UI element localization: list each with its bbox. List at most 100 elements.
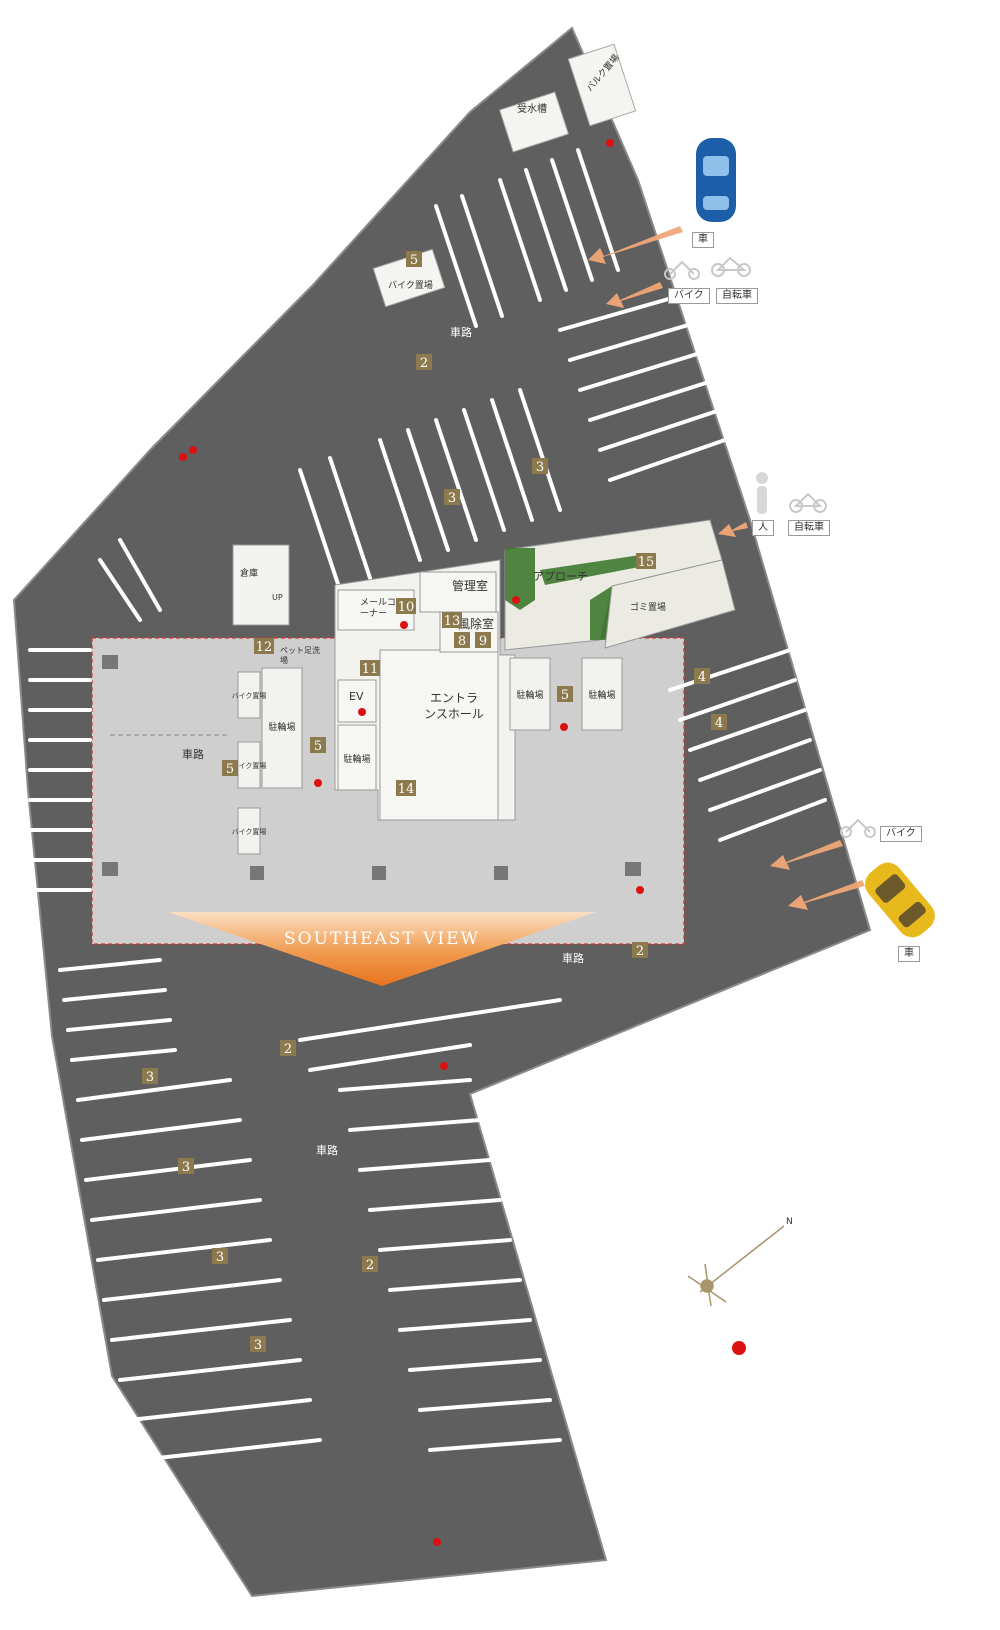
blue-car-icon [696, 138, 736, 222]
person-icon [756, 472, 768, 514]
svg-text:11: 11 [362, 662, 379, 677]
garbage-area [604, 559, 736, 649]
yellow-car-icon [865, 862, 935, 938]
bicycle-parking-west [261, 667, 303, 789]
svg-text:2: 2 [420, 356, 428, 371]
storage-label: 倉庫 [240, 567, 258, 579]
svg-text:5: 5 [226, 762, 234, 777]
svg-text:14: 14 [398, 782, 415, 797]
svg-text:5: 5 [561, 688, 569, 703]
marker-3-south-2: 3 [178, 1158, 194, 1175]
marker-5-east: 5 [557, 686, 573, 703]
bike-icon-east [840, 818, 876, 838]
svg-text:15: 15 [638, 555, 655, 570]
svg-text:5: 5 [410, 253, 418, 268]
svg-text:12: 12 [256, 640, 273, 655]
ev-label: EV [349, 690, 364, 703]
bike-tag-east: バイク [880, 826, 922, 842]
garbage-label: ゴミ置場 [630, 601, 666, 613]
roadway-label-north: 車路 [450, 325, 472, 339]
compass-rose-icon [687, 1225, 785, 1307]
marker-3-south-3: 3 [212, 1248, 228, 1265]
water-tank [498, 91, 570, 153]
car-tag-east: 車 [898, 946, 920, 962]
southeast-view-arrow [168, 912, 596, 986]
marker-5-west: 5 [222, 760, 238, 777]
marker-4-east-1: 4 [694, 668, 710, 685]
marker-3-north-1: 3 [532, 458, 548, 475]
entry-arrows [588, 226, 865, 910]
bicycle-parking-inner-label: 駐輪場 [343, 753, 370, 765]
bike-tag-north: バイク [668, 288, 710, 304]
compass-north-label: N [786, 1217, 793, 1227]
ev-room [337, 679, 377, 723]
marker-3-north-2: 3 [444, 489, 460, 506]
svg-text:2: 2 [636, 944, 644, 959]
valve-storage [567, 43, 637, 127]
bicycle-parking-west-label: 駐輪場 [268, 721, 295, 733]
marker-2-south-1: 2 [280, 1040, 296, 1057]
svg-text:5: 5 [314, 739, 322, 754]
marker-10: 10 [396, 598, 416, 615]
north-bike-parking [372, 248, 446, 308]
marker-5-north: 5 [406, 251, 422, 268]
number-markers: 5 2 3 3 15 10 13 8 9 12 11 4 5 4 5 5 14 … [142, 251, 727, 1353]
roadway-label-south: 車路 [316, 1143, 338, 1157]
svg-text:3: 3 [146, 1070, 154, 1085]
marker-3-south-4: 3 [250, 1336, 266, 1353]
bicycle-tag-east: 自転車 [788, 520, 830, 536]
marker-11: 11 [360, 660, 380, 677]
svg-text:3: 3 [254, 1338, 262, 1353]
bicycle-icon-east [789, 492, 827, 513]
management-room-label: 管理室 [452, 578, 488, 593]
svg-text:3: 3 [448, 491, 456, 506]
svg-text:9: 9 [479, 634, 487, 649]
north-bike-parking-label: バイク置場 [388, 279, 433, 291]
southeast-view-label: SOUTHEAST VIEW [284, 929, 480, 949]
marker-2-east: 2 [632, 942, 648, 959]
svg-text:3: 3 [536, 460, 544, 475]
bicycle-icon-north [711, 256, 751, 277]
marker-13: 13 [442, 612, 462, 629]
marker-9: 9 [475, 632, 491, 649]
svg-text:10: 10 [398, 600, 415, 615]
bicycle-parking-inner [337, 724, 377, 791]
bicycle-tag-north: 自転車 [716, 288, 758, 304]
bike-parking-west-3-label: バイク置場 [232, 827, 267, 836]
management-room [419, 571, 497, 613]
car-tag-north: 車 [692, 232, 714, 248]
marker-3-south-1: 3 [142, 1068, 158, 1085]
structural-pillars [102, 655, 641, 880]
red-dots [179, 139, 746, 1546]
marker-5-center: 5 [310, 737, 326, 754]
bicycle-parking-east-1-label: 駐輪場 [516, 689, 543, 701]
bike-parking-west-1-label: バイク置場 [232, 691, 267, 700]
marker-15: 15 [636, 553, 656, 570]
person-tag: 人 [752, 520, 774, 536]
svg-text:3: 3 [182, 1160, 190, 1175]
approach-label: アプローチ [533, 570, 588, 583]
svg-text:8: 8 [458, 634, 466, 649]
marker-8: 8 [454, 632, 470, 649]
parking-stripes [28, 148, 827, 1462]
marker-2-south-2: 2 [362, 1256, 378, 1273]
storage-stair-tower [232, 544, 290, 626]
svg-text:2: 2 [366, 1258, 374, 1273]
bike-parking-west-2-label: バイク置場 [232, 761, 267, 770]
stair-up-label: UP [272, 593, 283, 602]
marker-12: 12 [254, 638, 274, 655]
bicycle-parking-east-1 [509, 657, 551, 731]
svg-text:4: 4 [715, 716, 723, 731]
roadway-label-east: 車路 [562, 951, 584, 965]
svg-text:2: 2 [284, 1042, 292, 1057]
marker-4-east-2: 4 [711, 714, 727, 731]
marker-2-north: 2 [416, 354, 432, 371]
pet-wash-label: ペット足洗場 [280, 646, 320, 665]
svg-text:13: 13 [444, 614, 461, 629]
svg-text:4: 4 [698, 670, 706, 685]
windbreak-room-label: 風除室 [458, 616, 494, 631]
water-tank-label: 受水槽 [517, 102, 547, 115]
bike-parking-west-3 [237, 807, 261, 855]
bike-parking-west-1 [237, 671, 261, 719]
